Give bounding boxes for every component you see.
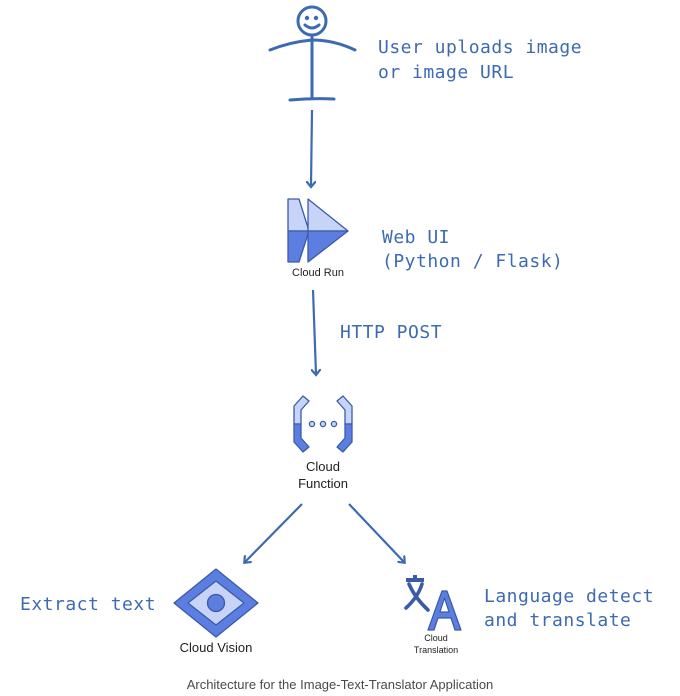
user-note-line1: User uploads image [378,37,582,58]
arrow-cloud-run-to-function [313,289,316,374]
cloud-vision-label: Cloud Vision [180,640,253,655]
cloud-function-label-line1: Cloud [306,459,340,474]
arrow-function-to-vision [245,503,303,562]
cloud-vision-note: Extract text [20,594,156,615]
cloud-function-label-line2: Function [298,476,348,491]
cloud-run-note-line1: Web UI [382,227,450,248]
user-note-line2: or image URL [378,62,514,83]
cloud-translation-label-line2: Translation [414,645,458,655]
stick-figure-icon [268,5,357,102]
cloud-run-note-line2: (Python / Flask) [382,251,563,272]
cloud-translation-note-line1: Language detect [484,586,654,607]
http-post-label: HTTP POST [340,322,442,343]
cloud-function-icon [293,395,353,453]
cloud-translation-note-line2: and translate [484,610,631,631]
architecture-diagram: User uploads image or image URL Cloud Ru… [20,5,654,655]
arrow-user-to-cloud-run [311,109,312,186]
cloud-run-label: Cloud Run [292,267,344,279]
cloud-translation-label-line1: Cloud [424,633,448,643]
arrow-function-to-translation [348,503,404,562]
cloud-run-icon [287,198,349,263]
cloud-vision-icon [173,568,259,638]
diagram-caption: Architecture for the Image-Text-Translat… [186,677,494,692]
cloud-translation-icon [404,575,462,631]
